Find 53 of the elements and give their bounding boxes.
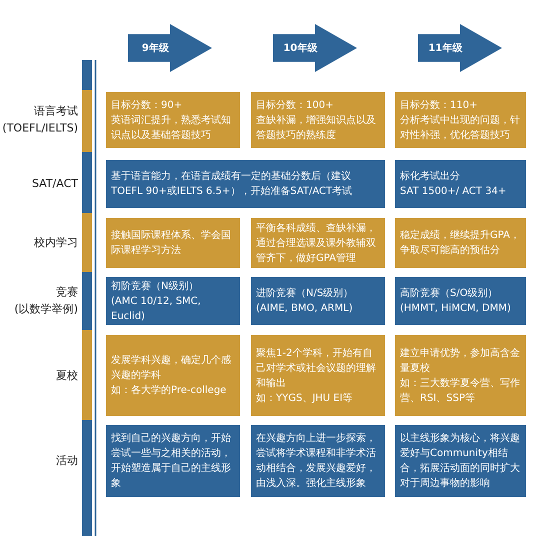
- card-text: 接触国际课程体系、学会国际课程学习方法: [111, 228, 232, 258]
- info-card: [251, 425, 385, 497]
- info-card: [106, 218, 240, 268]
- info-card: [395, 425, 526, 497]
- card-text: 聚焦1-2个学科，开始有自己对学术或社会议题的理解和输出: [256, 346, 377, 390]
- info-card: [251, 277, 385, 325]
- card-text: 进阶竞赛（N/S级别）: [256, 286, 354, 301]
- info-card: [251, 92, 385, 148]
- card-text: SAT 1500+/ ACT 34+: [400, 185, 508, 199]
- card-text: 英语词汇提升，熟悉考试知识点以及基础答题技巧: [111, 114, 232, 142]
- card-text: 目标分数：100+: [256, 98, 334, 112]
- info-card: [395, 218, 526, 268]
- card-text: (HMMT, HiMCM, DMM): [400, 302, 512, 316]
- row-label: 夏校: [55, 368, 78, 384]
- card-text: 查缺补漏，增强知识点以及答题技巧的熟练度: [256, 114, 377, 142]
- card-text: 发展学科兴趣，确定几个感兴趣的学科: [111, 354, 232, 383]
- card-text: 高阶竞赛（S/O级别）: [400, 286, 499, 301]
- card-text: 标化考试出分: [400, 170, 461, 184]
- info-card: [106, 425, 240, 497]
- card-text: 初阶竞赛（N级别）: [111, 280, 200, 294]
- grade-label: 9年级: [142, 42, 169, 55]
- card-text: 稳定成绩，继续提升GPA，争取尽可能高的预估分: [400, 228, 521, 258]
- row-label: 语言考试 (TOEFL/IELTS): [1, 104, 78, 136]
- info-card: [395, 277, 526, 325]
- row-label: 竞赛 (以数学举例): [13, 284, 78, 317]
- info-card: [395, 92, 526, 148]
- card-text: 如：各大学的Pre-college: [111, 384, 228, 398]
- card-text: 在兴趣方向上进一步探索，尝试将学术课程和非学术活动相结合，发展兴趣爱好，由浅入深。强化主线形象: [256, 432, 377, 491]
- info-card: [106, 92, 240, 148]
- card-text: 分析考试中出现的问题，针对性补强，优化答题技巧: [400, 114, 521, 142]
- info-card: [395, 160, 526, 208]
- row-label: 校内学习: [33, 234, 78, 251]
- card-text: 以主线形象为核心，将兴趣爱好与Community相结合，拓展活动面的同时扩大对于周边事物的影响: [400, 432, 521, 491]
- info-card: [251, 335, 385, 416]
- row-label: SAT/ACT: [30, 176, 78, 192]
- card-text: (AMC 10/12, SMC, Euclid): [111, 294, 202, 324]
- card-text: 如：三大数学夏令营、写作营、RSI、SSP等: [400, 376, 521, 406]
- info-card: [251, 218, 385, 268]
- row-label: 活动: [55, 452, 78, 469]
- grade-label: 11年级: [428, 42, 462, 55]
- info-card: [106, 277, 240, 325]
- card-text: 建立申请优势，参加高含金量夏校: [400, 346, 521, 376]
- card-text: 找到自己的兴趣方向，开始尝试一些与之相关的活动，开始塑造属于自己的主线形象: [111, 432, 232, 491]
- card-text: 目标分数：110+: [400, 98, 478, 112]
- grade-label: 10年级: [283, 42, 318, 55]
- card-text: 目标分数：90+: [111, 98, 184, 112]
- card-text: 平衡各科成绩、查缺补漏，通过合理选课及课外教辅双管齐下，做好GPA管理: [256, 222, 377, 266]
- info-card: [106, 335, 240, 416]
- info-card: [395, 335, 526, 416]
- card-text: 如：YYGS、JHU EI等: [256, 392, 354, 406]
- card-text: 基于语言能力，在语言成绩有一定的基础分数后（建议TOEFL 90+或IELTS 6.5+），开始准备SAT/ACT考试: [111, 170, 354, 199]
- card-text: (AIME, BMO, ARML): [256, 302, 354, 316]
- info-card: [106, 160, 385, 208]
